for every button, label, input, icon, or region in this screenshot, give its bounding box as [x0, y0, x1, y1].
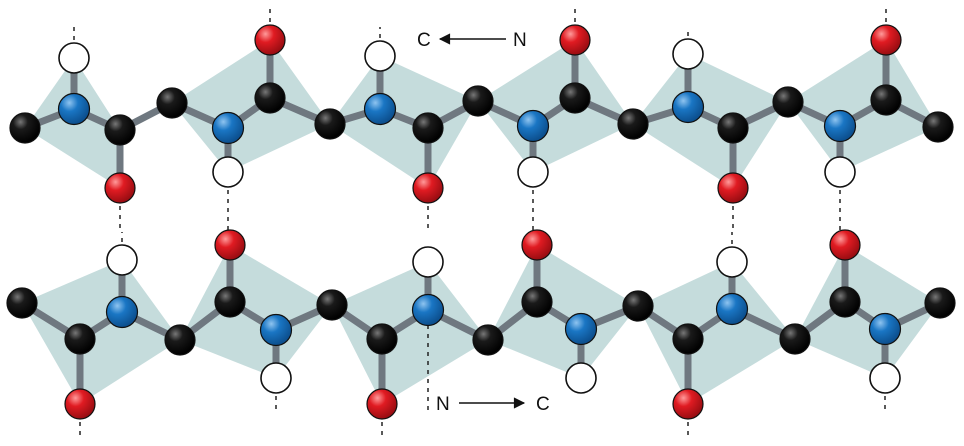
carbon-atom: [9, 112, 41, 144]
carbon-atom: [156, 87, 188, 119]
carbon-atom: [164, 324, 196, 356]
carbon-atom: [6, 287, 38, 319]
nitrogen-atom: [564, 312, 598, 346]
carbon-atom: [779, 323, 811, 355]
oxygen-atom: [412, 172, 444, 204]
oxygen-atom: [672, 388, 704, 420]
oxygen-atom: [64, 388, 96, 420]
peptide-plane: [22, 260, 180, 404]
carbon-atom: [717, 112, 749, 144]
nitrogen-atom: [57, 92, 91, 126]
nitrogen-atom: [868, 312, 902, 346]
carbon-atom: [366, 323, 398, 355]
nitrogen-atom: [411, 293, 445, 327]
carbon-atom: [412, 112, 444, 144]
carbon-atom: [64, 323, 96, 355]
hydrogen-atom: [58, 42, 90, 74]
peptide-plane: [332, 262, 488, 404]
peptide-plane: [795, 245, 940, 378]
hydrogen-atom: [260, 362, 292, 394]
carbon-atom: [472, 324, 504, 356]
carbon-atom: [617, 108, 649, 140]
carbon-atom: [672, 323, 704, 355]
carbon-atom: [622, 290, 654, 322]
nitrogen-atom: [105, 295, 139, 329]
bottom-direction-c-label: C: [536, 394, 550, 415]
hydrogen-atom: [106, 244, 138, 276]
hydrogen-atom: [412, 246, 444, 278]
carbon-atom: [829, 286, 861, 318]
carbon-atom: [521, 286, 553, 318]
carbon-atom: [559, 82, 591, 114]
hydrogen-atom: [517, 156, 549, 188]
hydrogen-atom: [824, 156, 856, 188]
oxygen-atom: [254, 24, 286, 56]
oxygen-atom: [829, 229, 861, 261]
carbon-atom: [462, 85, 494, 117]
nitrogen-atom: [715, 292, 749, 326]
carbon-atom: [214, 286, 246, 318]
nitrogen-atom: [823, 109, 857, 143]
hydrogen-atom: [869, 362, 901, 394]
atoms: [6, 24, 956, 420]
peptide-plane: [488, 245, 638, 378]
carbon-atom: [924, 287, 956, 319]
carbon-atom: [870, 84, 902, 116]
peptide-plane: [180, 245, 332, 378]
nitrogen-atom: [363, 92, 397, 126]
carbon-atom: [316, 289, 348, 321]
hydrogen-atom: [212, 156, 244, 188]
bottom-direction-indicator: N C: [436, 394, 550, 415]
nitrogen-atom: [516, 109, 550, 143]
top-direction-c-label: C: [417, 30, 431, 51]
peptide-plane: [172, 40, 330, 172]
hydrogen-bonds: [73, 5, 887, 438]
oxygen-atom: [559, 24, 591, 56]
carbon-atom: [922, 111, 954, 143]
oxygen-atom: [104, 172, 136, 204]
oxygen-atom: [717, 172, 749, 204]
nitrogen-atom: [211, 111, 245, 145]
carbon-atom: [254, 82, 286, 114]
nitrogen-atom: [259, 313, 293, 347]
bottom-direction-n-label: N: [436, 394, 450, 415]
oxygen-atom: [366, 388, 398, 420]
peptide-plane: [788, 40, 938, 172]
top-direction-indicator: C N: [417, 30, 527, 51]
hydrogen-atom: [565, 362, 597, 394]
oxygen-atom: [870, 24, 902, 56]
carbon-atom: [314, 108, 346, 140]
peptide-planes: [22, 40, 940, 404]
carbon-atom: [772, 86, 804, 118]
hydrogen-atom: [672, 38, 704, 70]
peptide-plane: [478, 40, 633, 172]
peptide-plane: [638, 262, 795, 404]
hydrogen-atom: [716, 246, 748, 278]
top-direction-n-label: N: [513, 30, 527, 51]
hydrogen-atom: [364, 40, 396, 72]
carbon-atom: [104, 114, 136, 146]
nitrogen-atom: [671, 90, 705, 124]
oxygen-atom: [214, 229, 246, 261]
oxygen-atom: [521, 229, 553, 261]
